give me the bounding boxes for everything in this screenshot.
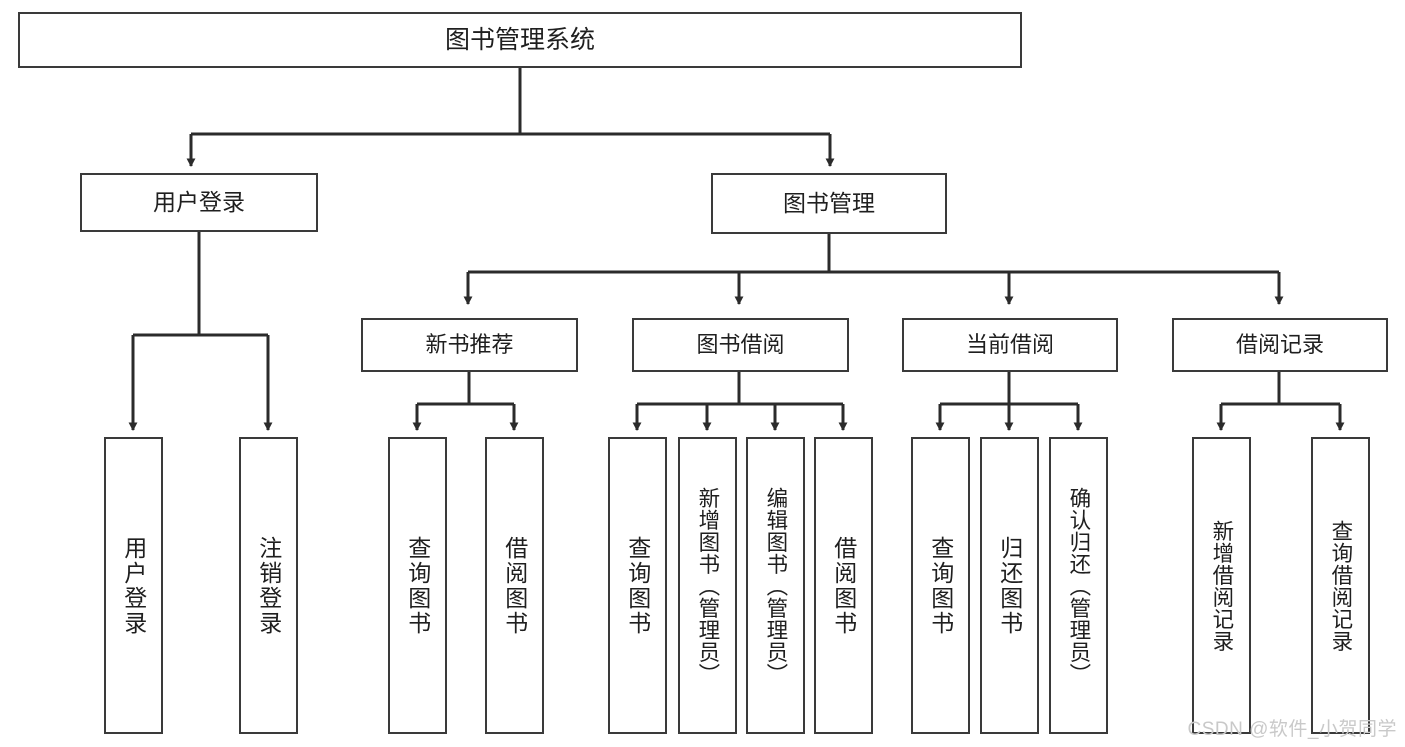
node-label: 用户登录 (153, 189, 245, 216)
leaf-edit-book-admin[interactable]: 编辑图书（管理员） (746, 437, 805, 734)
node-label: 注销登录 (255, 535, 282, 636)
node-label: 图书管理系统 (444, 25, 595, 54)
node-label: 借阅图书 (501, 535, 528, 636)
node-new-book-recommend[interactable]: 新书推荐 (361, 318, 578, 372)
node-label: 图书管理 (783, 190, 875, 217)
node-label: 确认归还（管理员） (1066, 486, 1091, 685)
leaf-return-book[interactable]: 归还图书 (980, 437, 1039, 734)
node-label: 查询图书 (404, 535, 431, 636)
leaf-add-book-admin[interactable]: 新增图书（管理员） (678, 437, 737, 734)
node-label: 当前借阅 (965, 332, 1054, 358)
node-label: 查询图书 (624, 535, 651, 636)
node-label: 用户登录 (120, 535, 147, 636)
node-book-borrow[interactable]: 图书借阅 (632, 318, 849, 372)
leaf-query-book-current[interactable]: 查询图书 (911, 437, 970, 734)
node-label: 归还图书 (996, 535, 1023, 636)
node-book-management[interactable]: 图书管理 (711, 173, 947, 234)
leaf-borrow-book-recommend[interactable]: 借阅图书 (485, 437, 544, 734)
leaf-query-book-borrow[interactable]: 查询图书 (608, 437, 667, 734)
node-label: 新书推荐 (425, 332, 514, 358)
leaf-borrow-book[interactable]: 借阅图书 (814, 437, 873, 734)
leaf-add-borrow-record[interactable]: 新增借阅记录 (1192, 437, 1251, 734)
node-root-system[interactable]: 图书管理系统 (18, 12, 1022, 68)
watermark-text: CSDN @软件_小贺同学 (1187, 719, 1397, 740)
node-label: 图书借阅 (696, 332, 785, 358)
leaf-logout[interactable]: 注销登录 (239, 437, 298, 734)
node-label: 借阅图书 (830, 535, 857, 636)
leaf-query-book-recommend[interactable]: 查询图书 (388, 437, 447, 734)
node-borrow-record[interactable]: 借阅记录 (1172, 318, 1388, 372)
leaf-user-login[interactable]: 用户登录 (104, 437, 163, 734)
node-label: 借阅记录 (1235, 332, 1324, 358)
node-label: 查询借阅记录 (1328, 519, 1353, 652)
node-label: 新增图书（管理员） (695, 486, 720, 685)
node-label: 编辑图书（管理员） (763, 486, 788, 685)
node-label: 查询图书 (927, 535, 954, 636)
node-user-login[interactable]: 用户登录 (80, 173, 318, 232)
leaf-query-borrow-record[interactable]: 查询借阅记录 (1311, 437, 1370, 734)
leaf-confirm-return-admin[interactable]: 确认归还（管理员） (1049, 437, 1108, 734)
node-label: 新增借阅记录 (1209, 519, 1234, 652)
node-current-borrow[interactable]: 当前借阅 (902, 318, 1118, 372)
